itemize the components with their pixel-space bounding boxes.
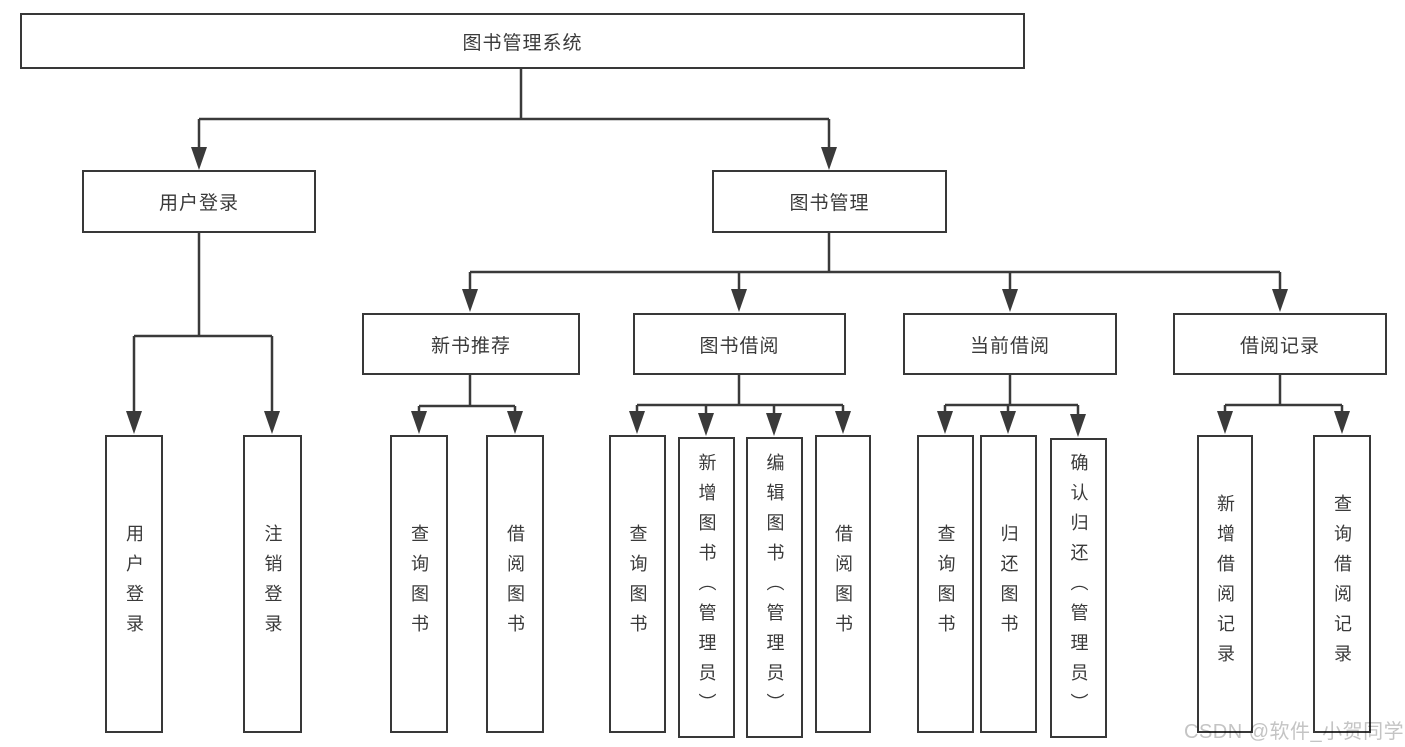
leaf-user-login-label: 用户登录 [124, 524, 144, 644]
csdn-watermark: CSDN @软件_小贺同学 [1184, 721, 1405, 743]
leaf-cb-return-books: 归还图书 [980, 435, 1037, 733]
node-book-management: 图书管理 [712, 170, 947, 233]
leaf-bb-borrow-books-label: 借阅图书 [833, 524, 853, 644]
leaf-logout: 注销登录 [243, 435, 302, 733]
leaf-bb-add-books-admin: 新增图书（管理员） [678, 437, 735, 738]
leaf-cb-query-books: 查询图书 [917, 435, 974, 733]
leaf-cb-return-books-label: 归还图书 [998, 524, 1019, 644]
leaf-br-add-record-label: 新增借阅记录 [1215, 494, 1235, 674]
node-borrow-records: 借阅记录 [1173, 313, 1387, 375]
node-current-borrow: 当前借阅 [903, 313, 1117, 375]
leaf-bb-edit-books-admin: 编辑图书（管理员） [746, 437, 803, 738]
node-new-book-recommend: 新书推荐 [362, 313, 580, 375]
node-root-system: 图书管理系统 [20, 13, 1025, 69]
node-book-management-label: 图书管理 [789, 193, 870, 214]
leaf-logout-label: 注销登录 [262, 524, 283, 644]
node-user-login: 用户登录 [82, 170, 316, 233]
node-book-borrow-label: 图书借阅 [699, 335, 780, 357]
node-root-system-label: 图书管理系统 [462, 32, 583, 54]
node-book-borrow: 图书借阅 [633, 313, 846, 375]
node-user-login-label: 用户登录 [158, 193, 239, 214]
node-new-book-recommend-label: 新书推荐 [430, 335, 511, 357]
leaf-rec-borrow-books: 借阅图书 [486, 435, 544, 733]
leaf-rec-query-books: 查询图书 [390, 435, 448, 733]
leaf-cb-confirm-return-admin: 确认归还（管理员） [1050, 438, 1107, 738]
leaf-rec-borrow-books-label: 借阅图书 [505, 524, 525, 644]
leaf-br-query-record-label: 查询借阅记录 [1332, 494, 1352, 674]
leaf-cb-confirm-return-admin-label: 确认归还（管理员） [1068, 453, 1089, 723]
leaf-bb-edit-books-admin-label: 编辑图书（管理员） [764, 452, 785, 723]
leaf-bb-add-books-admin-label: 新增图书（管理员） [696, 452, 717, 723]
leaf-br-query-record: 查询借阅记录 [1313, 435, 1371, 733]
leaf-cb-query-books-label: 查询图书 [935, 524, 956, 644]
leaf-user-login: 用户登录 [105, 435, 163, 733]
node-current-borrow-label: 当前借阅 [969, 335, 1050, 357]
leaf-bb-query-books-label: 查询图书 [627, 524, 648, 644]
leaf-br-add-record: 新增借阅记录 [1197, 435, 1253, 733]
leaf-bb-borrow-books: 借阅图书 [815, 435, 871, 733]
node-borrow-records-label: 借阅记录 [1239, 335, 1320, 357]
leaf-bb-query-books: 查询图书 [609, 435, 666, 733]
leaf-rec-query-books-label: 查询图书 [409, 524, 429, 644]
